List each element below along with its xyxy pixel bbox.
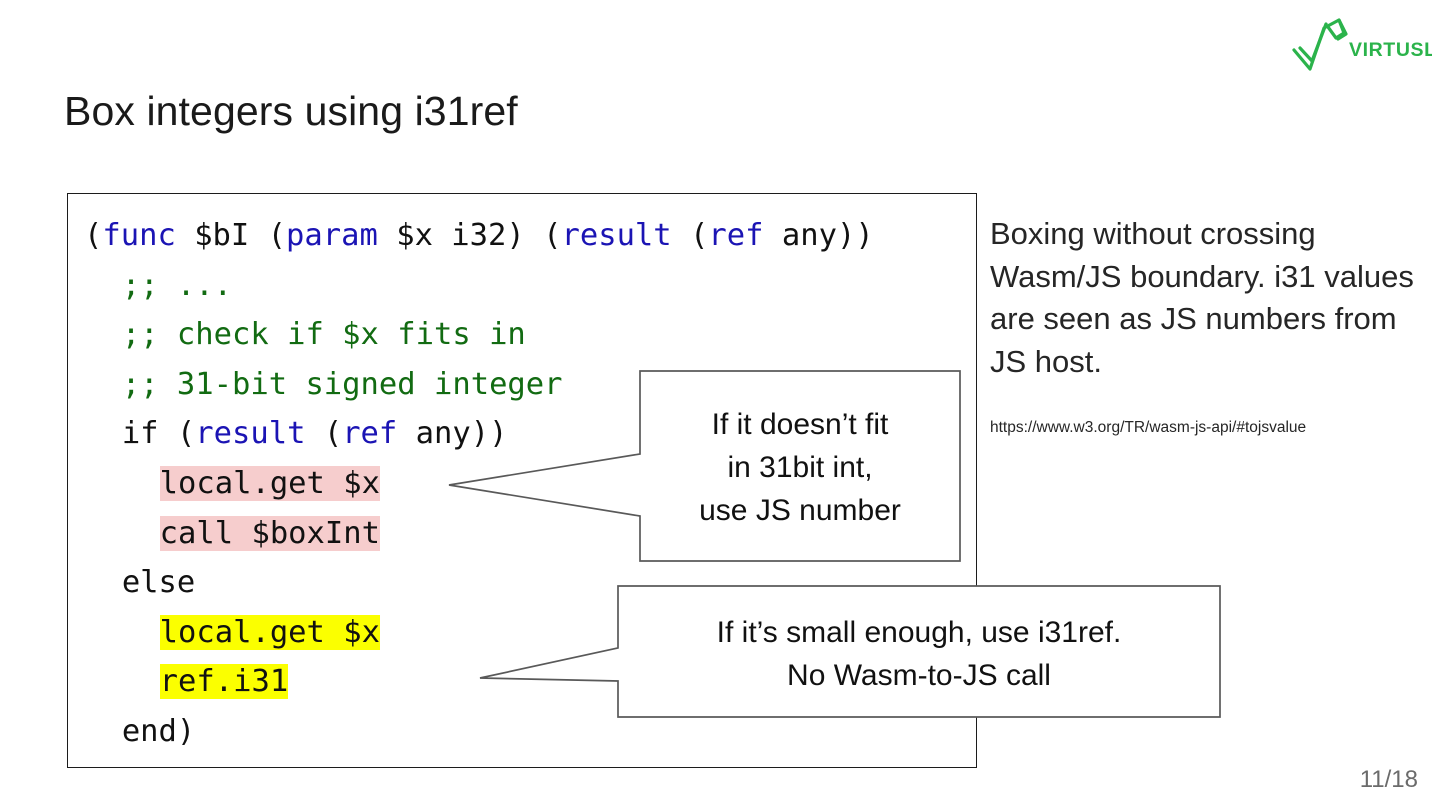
spec-link[interactable]: https://www.w3.org/TR/wasm-js-api/#tojsv… xyxy=(990,419,1307,436)
code-indent xyxy=(84,416,122,451)
code-text: if (result (ref any)) xyxy=(122,416,508,451)
callout-shape-1 xyxy=(448,370,961,562)
code-text-highlighted: local.get $x xyxy=(159,465,380,501)
code-line: (func $bI (param $x i32) (result (ref an… xyxy=(84,211,874,261)
code-keyword: result xyxy=(561,218,672,253)
code-indent xyxy=(84,565,122,600)
code-indent xyxy=(84,466,160,501)
code-line: call $boxInt xyxy=(84,509,874,559)
code-keyword: param xyxy=(286,218,378,253)
code-indent xyxy=(84,615,160,650)
virtuslab-wordmark: VIRTUSLAB xyxy=(1349,39,1432,61)
code-comment: ;; ... xyxy=(121,267,232,303)
code-indent xyxy=(84,317,122,352)
code-listing: (func $bI (param $x i32) (result (ref an… xyxy=(84,211,874,757)
code-text: (func $bI (param $x i32) (result (ref an… xyxy=(84,218,874,253)
code-comment: ;; check if $x fits in xyxy=(121,317,526,353)
callout-1-text: If it doesn’t fit in 31bit int, use JS n… xyxy=(699,408,901,527)
code-line: local.get $x xyxy=(84,459,874,509)
code-token: any)) xyxy=(763,218,874,253)
code-line: ;; ... xyxy=(84,261,874,311)
callout-2-text: If it’s small enough, use i31ref. No Was… xyxy=(716,616,1122,692)
virtuslab-mark-icon xyxy=(1292,18,1348,71)
code-line: if (result (ref any)) xyxy=(84,409,874,459)
code-text-highlighted: ref.i31 xyxy=(159,664,289,700)
code-indent xyxy=(84,268,122,303)
code-token: ( xyxy=(305,416,343,452)
callout-shape-2 xyxy=(479,585,1221,718)
callout-box-js-number: If it doesn’t fit in 31bit int, use JS n… xyxy=(448,370,961,562)
code-line: ref.i31 xyxy=(84,657,874,707)
code-line: else xyxy=(84,558,874,608)
code-text: ;; check if $x fits in xyxy=(122,317,526,352)
code-token: ref.i31 xyxy=(159,664,289,700)
code-token: ( xyxy=(84,218,103,253)
code-token: call $boxInt xyxy=(159,515,380,551)
code-indent xyxy=(84,367,122,402)
code-token: $bI ( xyxy=(175,218,287,253)
code-line: ;; 31-bit signed integer xyxy=(84,360,874,410)
code-text: end) xyxy=(122,714,195,749)
code-keyword: ref xyxy=(342,416,398,452)
code-token: if ( xyxy=(121,416,196,452)
code-indent xyxy=(84,714,122,749)
code-line: end) xyxy=(84,707,874,757)
callout-box-i31ref: If it’s small enough, use i31ref. No Was… xyxy=(479,585,1221,718)
code-text: ;; ... xyxy=(122,268,232,303)
code-text: ;; 31-bit signed integer xyxy=(122,367,563,402)
page-title: Box integers using i31ref xyxy=(64,88,518,134)
code-indent xyxy=(84,664,160,699)
code-keyword: func xyxy=(102,218,176,253)
code-line: local.get $x xyxy=(84,608,874,658)
code-token: any)) xyxy=(397,416,508,452)
code-comment: ;; 31-bit signed integer xyxy=(121,366,563,402)
code-token: $x i32) ( xyxy=(377,218,562,253)
code-indent xyxy=(84,516,160,551)
code-token: local.get $x xyxy=(159,465,380,501)
side-note-text: Boxing without crossing Wasm/JS boundary… xyxy=(990,216,1414,379)
virtuslab-logo: VIRTUSLAB xyxy=(1286,14,1432,72)
code-token: end) xyxy=(121,713,196,749)
code-token: ( xyxy=(671,218,709,253)
code-text-highlighted: local.get $x xyxy=(159,614,380,650)
code-keyword: result xyxy=(195,416,306,452)
code-token: else xyxy=(121,565,196,601)
code-keyword: ref xyxy=(708,218,764,253)
page-number: 11/18 xyxy=(1359,766,1418,793)
code-text-highlighted: call $boxInt xyxy=(159,515,380,551)
code-text: else xyxy=(122,565,195,600)
code-line: ;; check if $x fits in xyxy=(84,310,874,360)
code-token: local.get $x xyxy=(159,614,380,650)
